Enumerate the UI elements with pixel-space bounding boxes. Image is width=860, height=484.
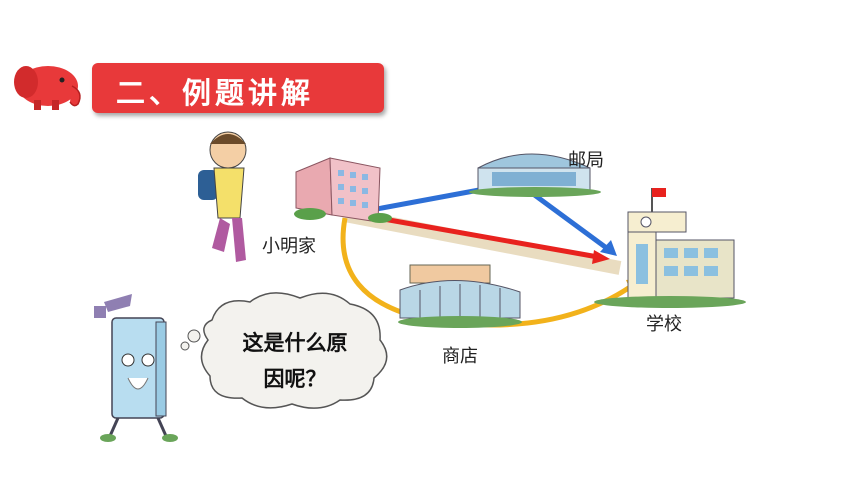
- thought-bubble-text: 这是什么原 因呢？: [220, 325, 370, 397]
- boy-character-icon: [198, 131, 247, 262]
- label-shop: 商店: [442, 346, 478, 367]
- page-title: 二、例题讲解: [116, 76, 315, 110]
- label-post-office: 邮局: [568, 150, 604, 171]
- road: [343, 208, 622, 275]
- book-character-icon: [94, 294, 178, 442]
- route-post-arrow: [600, 240, 617, 256]
- route-post-to-school: [523, 185, 614, 255]
- school-building-icon: [594, 188, 746, 308]
- elephant-icon: [14, 66, 81, 110]
- home-building-icon: [294, 157, 392, 223]
- bubble-line-2: 因呢？: [263, 367, 327, 391]
- route-direct-arrow: [592, 250, 610, 264]
- section-title-bar: 二、例题讲解: [92, 63, 384, 113]
- bubble-line-1: 这是什么原: [242, 331, 348, 355]
- post-office-building-icon: [469, 153, 601, 197]
- label-home: 小明家: [262, 236, 316, 257]
- thought-bubble: [180, 292, 388, 409]
- route-direct: [354, 211, 599, 260]
- shop-building-icon: [398, 264, 522, 328]
- label-school: 学校: [646, 314, 682, 335]
